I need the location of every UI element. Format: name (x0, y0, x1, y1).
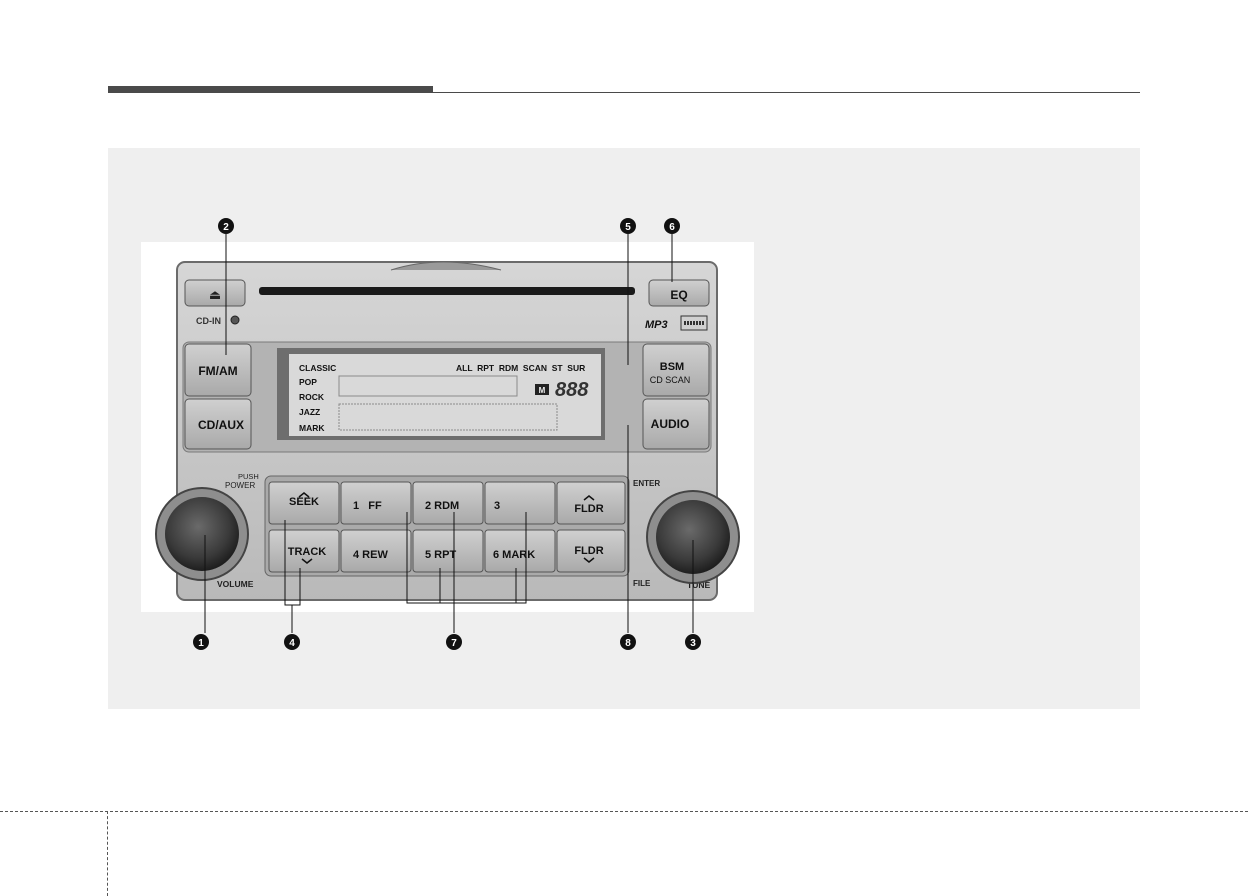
preset-2-label: 2 RDM (425, 500, 459, 512)
callout-1-label: 1 (198, 638, 204, 649)
callout-5-marker (620, 218, 636, 234)
lcd-text-field-1 (338, 375, 518, 397)
fldr-down-label: FLDR (574, 545, 603, 557)
lcd-digits: 888 (555, 379, 589, 401)
audio-label: AUDIO (651, 417, 690, 431)
eq-button[interactable] (648, 279, 710, 307)
eject-button[interactable] (184, 279, 246, 307)
mp3-logo: MP3 (645, 319, 668, 331)
fm-am-button[interactable] (184, 343, 252, 397)
preset-3-label: 3 (494, 500, 500, 512)
fldr-down-arrow-icon (583, 557, 595, 563)
seek-label: SEEK (289, 496, 319, 508)
push-label: PUSH (238, 472, 259, 481)
callout-4-label: 4 (289, 638, 295, 649)
callout-7-label: 7 (451, 638, 457, 649)
lcd-rock: ROCK (299, 392, 325, 402)
lcd-classic: CLASSIC (299, 363, 336, 373)
lcd-m-badge (535, 384, 549, 395)
callout-3-marker (685, 634, 701, 650)
power-label: POWER (225, 481, 255, 490)
cd-scan-label: CD SCAN (650, 375, 691, 385)
lcd-text-field-2 (338, 403, 558, 431)
cd-in-indicator (230, 315, 240, 325)
preset-5-label: 5 RPT (425, 549, 456, 561)
cd-aux-button[interactable] (184, 398, 252, 450)
volume-label: VOLUME (217, 579, 254, 589)
preset-2-button[interactable] (412, 481, 484, 525)
radio-photo: ⏏ CD-IN EQ MP3 FM/AM CD/AUX BSM CD SCAN … (141, 242, 754, 612)
track-down-arrow-icon (301, 558, 313, 564)
callout-8-marker (620, 634, 636, 650)
preset-6-label: 6 MARK (493, 549, 535, 561)
lcd-status-indicators: ALL RPT RDM SCAN ST SUR (456, 363, 585, 373)
preset-3-button[interactable] (484, 481, 556, 525)
callout-leader-lines (204, 234, 694, 633)
lcd-m-label: M (539, 386, 546, 395)
callout-1-marker (193, 634, 209, 650)
callout-3-label: 3 (690, 638, 696, 649)
enter-label: ENTER (633, 479, 660, 488)
seek-button[interactable] (268, 481, 340, 525)
footer-dashed-divider (107, 811, 108, 896)
callout-4-marker (284, 634, 300, 650)
callout-2-label: 2 (223, 222, 229, 233)
fldr-up-arrow-icon (583, 495, 595, 501)
lcd-jazz: JAZZ (299, 407, 320, 417)
cd-slot-notch (390, 261, 502, 271)
eject-icon: ⏏ (209, 287, 221, 302)
callout-6-label: 6 (669, 222, 675, 233)
callout-5-label: 5 (625, 222, 631, 233)
preset-1-label: 1 FF (353, 500, 382, 512)
bsm-label: BSM (660, 361, 684, 373)
seek-up-arrow-icon (298, 492, 310, 498)
audio-button[interactable] (642, 398, 710, 450)
preset-5-button[interactable] (412, 529, 484, 573)
fm-am-label: FM/AM (198, 364, 237, 378)
cd-aux-label: CD/AUX (198, 418, 244, 432)
footer-dashed-rule (0, 811, 1248, 812)
cd-slot[interactable] (259, 287, 635, 295)
fldr-up-label: FLDR (574, 503, 603, 515)
callout-2-marker (218, 218, 234, 234)
cd-in-label: CD-IN (196, 316, 221, 326)
callout-markers: 2 5 6 1 4 7 8 3 (193, 218, 701, 650)
header-accent-bar (108, 86, 433, 93)
track-button[interactable] (268, 529, 340, 573)
radio-illustration: ⏏ CD-IN EQ MP3 FM/AM CD/AUX BSM CD SCAN … (155, 261, 740, 601)
fldr-up-button[interactable] (556, 481, 626, 525)
volume-knob[interactable] (165, 497, 239, 571)
preset-4-button[interactable] (340, 529, 412, 573)
preset-4-label: 4 REW (353, 549, 388, 561)
callout-8-label: 8 (625, 638, 631, 649)
eq-label: EQ (670, 288, 687, 302)
preset-1-button[interactable] (340, 481, 412, 525)
compact-disc-logo (680, 315, 708, 331)
tune-knob[interactable] (656, 500, 730, 574)
fldr-down-button[interactable] (556, 529, 626, 573)
preset-6-button[interactable] (484, 529, 556, 573)
track-label: TRACK (288, 546, 327, 558)
callout-6-marker (664, 218, 680, 234)
lcd-mark: MARK (299, 423, 325, 433)
file-label: FILE (633, 579, 651, 588)
bsm-button[interactable] (642, 343, 710, 397)
callout-7-marker (446, 634, 462, 650)
header-rule (433, 92, 1140, 93)
lcd-pop: POP (299, 377, 317, 387)
tune-label: TUNE (687, 580, 710, 590)
